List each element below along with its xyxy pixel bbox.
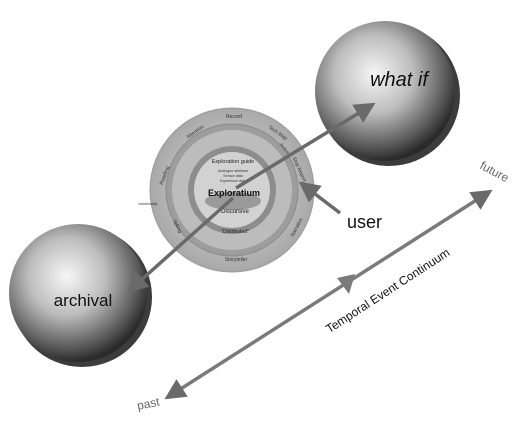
whatif-label: what if <box>370 69 430 91</box>
wheel-inner-small-3: Experience data <box>220 179 246 183</box>
user-arrow <box>298 181 342 215</box>
whatif-sphere <box>315 21 460 166</box>
whatif-arrow <box>235 102 376 190</box>
archival-label: archival <box>54 291 113 310</box>
wheel-inner-small-2: Sensor data <box>223 174 242 178</box>
archival-arrow <box>126 196 235 293</box>
future-label: future <box>478 158 512 185</box>
exploratium-wheel <box>149 107 315 273</box>
wheel-inner-top: Exploration guide <box>212 159 255 165</box>
wheel-outer-record: Record <box>226 114 242 120</box>
temporal-continuum-arrow <box>164 189 493 400</box>
wheel-center-title: Exploratium <box>208 188 260 198</box>
wheel-outer-storyteller: Storyteller <box>225 257 248 263</box>
wheel-inner-bottom: "Distributed" <box>221 229 249 235</box>
past-label: past <box>136 394 162 413</box>
wheel-inner-small-1: Analogue artefacts <box>218 169 248 173</box>
continuum-label: Temporal Event Continuum <box>323 245 452 336</box>
wheel-outer-left-small: Incidentality <box>139 202 158 206</box>
user-label: user <box>347 212 382 232</box>
archival-sphere <box>9 224 152 367</box>
continuum-midpoint-marker <box>337 274 355 294</box>
wheel-inner-mid: Discursive <box>221 209 249 215</box>
